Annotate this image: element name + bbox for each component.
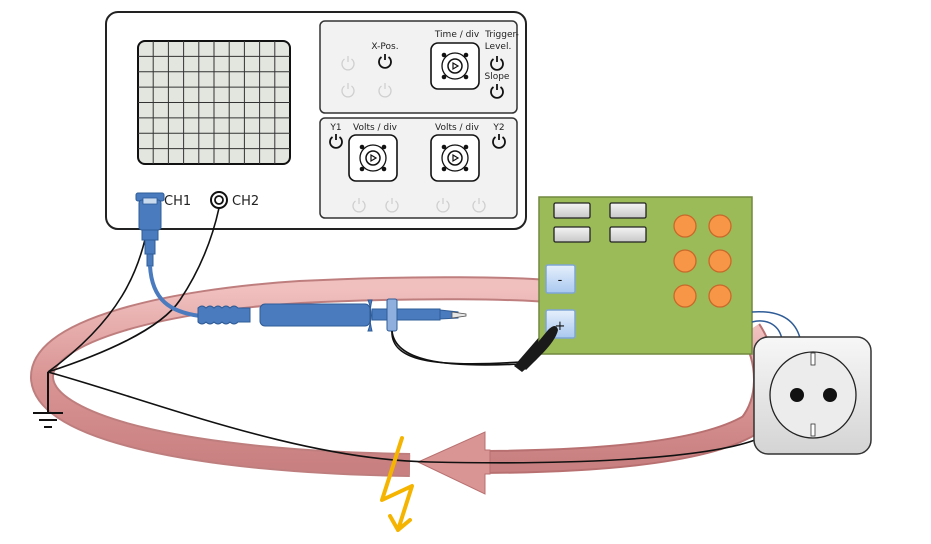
knob-inactive[interactable]	[472, 198, 486, 213]
ground-symbol-icon	[33, 372, 63, 428]
oscilloscope-screen	[137, 40, 291, 165]
oscilloscope-probe[interactable]	[197, 298, 467, 332]
slope-label: Slope	[485, 72, 510, 82]
orange-component	[708, 214, 732, 238]
knob-inactive[interactable]	[341, 83, 355, 98]
volts-div-1-label: Volts / div	[353, 123, 398, 133]
ch1-label: CH1	[164, 194, 191, 209]
ic-chip	[553, 202, 591, 219]
knob-inactive[interactable]	[341, 56, 355, 71]
alligator-clip-icon	[520, 326, 558, 370]
trigger-label-line1: Trigger-	[484, 30, 519, 40]
y2-knob[interactable]	[492, 134, 506, 149]
x-pos-label: X-Pos.	[371, 42, 398, 52]
ic-chip	[609, 226, 647, 243]
probe-cable	[148, 265, 201, 318]
minus-terminal-button[interactable]: -	[545, 264, 576, 294]
knob-inactive[interactable]	[378, 83, 392, 98]
ic-chip	[609, 202, 647, 219]
time-div-dial[interactable]	[430, 42, 480, 90]
knob-inactive[interactable]	[436, 198, 450, 213]
volts-div-1-dial[interactable]	[348, 134, 398, 182]
oscilloscope: X-Pos. Time / div Trigger- Level. Slope …	[105, 11, 527, 230]
probe-ground-lead	[391, 330, 521, 366]
ch2-connector[interactable]	[210, 191, 228, 209]
volts-div-2-label: Volts / div	[435, 123, 480, 133]
y1-knob[interactable]	[329, 134, 343, 149]
x-pos-knob[interactable]	[378, 54, 392, 69]
lightning-bolt-icon	[380, 436, 414, 532]
horizontal-controls-panel: X-Pos. Time / div Trigger- Level. Slope	[319, 20, 519, 114]
y2-label: Y2	[492, 123, 504, 133]
ch2-label: CH2	[232, 194, 259, 209]
play-triangle-icon	[370, 153, 378, 163]
play-triangle-icon	[452, 61, 460, 71]
orange-component	[708, 249, 732, 273]
knob-inactive[interactable]	[352, 198, 366, 213]
ch1-bnc-connector[interactable]	[135, 192, 165, 267]
orange-component	[673, 249, 697, 273]
ground-wires	[47, 207, 756, 464]
power-socket-icon	[753, 336, 872, 455]
trigger-level-knob[interactable]	[490, 56, 504, 71]
trigger-label-line2: Level.	[485, 42, 512, 52]
time-div-label: Time / div	[434, 30, 480, 40]
y1-label: Y1	[329, 123, 341, 133]
orange-component	[673, 214, 697, 238]
orange-component	[673, 284, 697, 308]
play-triangle-icon	[452, 153, 460, 163]
knob-inactive[interactable]	[385, 198, 399, 213]
plus-label: +	[555, 319, 566, 334]
ic-chip	[553, 226, 591, 243]
minus-label: -	[558, 273, 563, 288]
slope-knob[interactable]	[490, 84, 504, 99]
volts-div-2-dial[interactable]	[430, 134, 480, 182]
circuit-board: - +	[538, 196, 753, 355]
orange-component	[708, 284, 732, 308]
